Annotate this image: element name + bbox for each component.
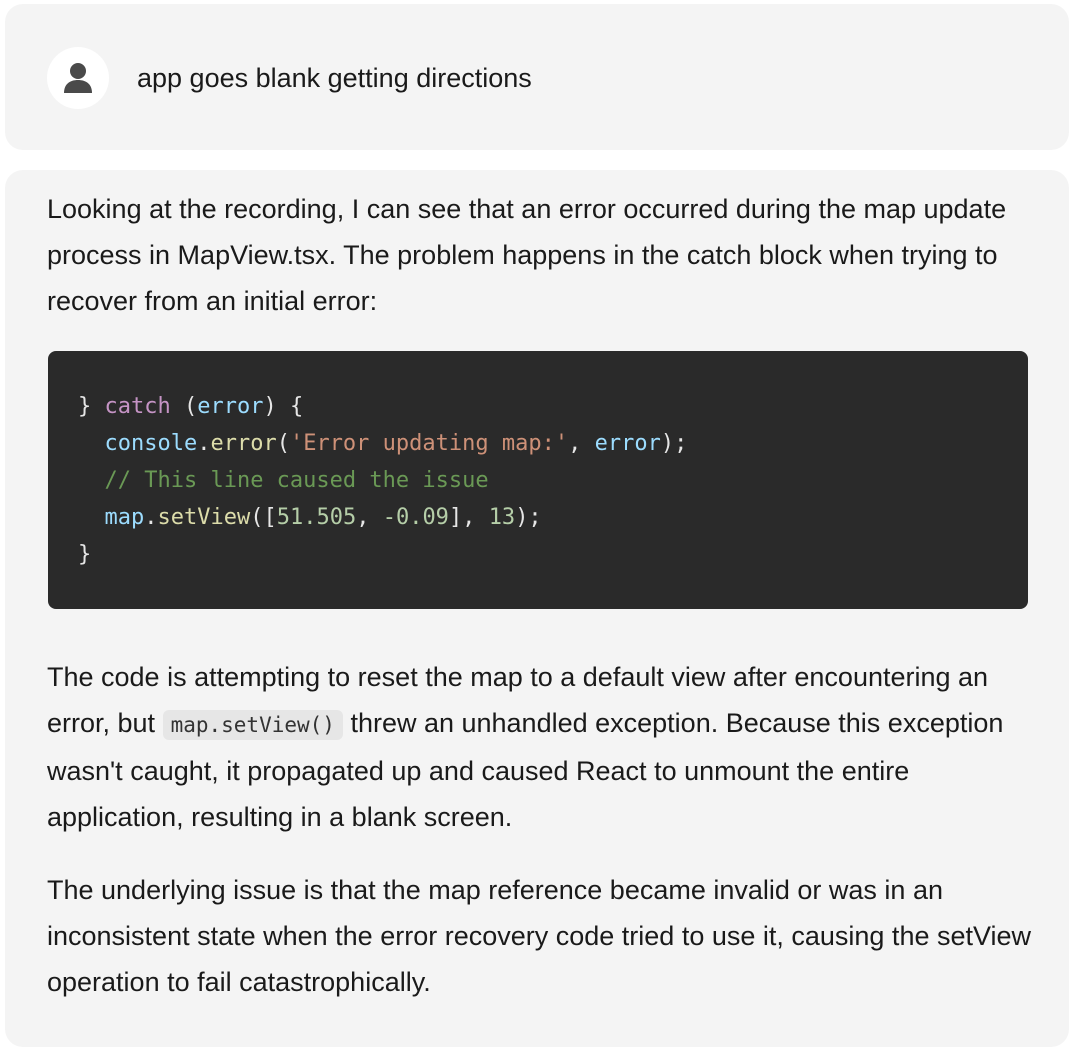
code-token: map xyxy=(104,505,145,530)
code-token: error xyxy=(197,394,264,419)
user-icon xyxy=(64,63,92,93)
code-token: error xyxy=(210,431,277,456)
code-token: } xyxy=(78,394,105,419)
para2-after: threw an unhandled exception. Because th… xyxy=(47,708,1004,832)
reply-paragraph-2: The code is attempting to reset the map … xyxy=(47,654,1037,840)
reply-intro: Looking at the recording, I can see that… xyxy=(47,186,1037,324)
code-line-3: // This line caused the issue xyxy=(78,462,1028,499)
code-token: console xyxy=(104,431,198,456)
code-token: ], xyxy=(448,505,489,530)
assistant-reply-card: Looking at the recording, I can see that… xyxy=(5,170,1069,1047)
code-token: -0.09 xyxy=(382,505,449,530)
para2-before: The code is attempting to reset the map … xyxy=(47,662,989,738)
code-token: catch xyxy=(104,394,171,419)
code-token: ) { xyxy=(263,394,304,419)
code-line-4: map.setView([51.505, -0.09], 13); xyxy=(78,499,1028,536)
user-message-card: app goes blank getting directions xyxy=(5,4,1069,150)
code-token: ( xyxy=(276,431,290,456)
code-token: error xyxy=(594,431,661,456)
code-line-5: } xyxy=(78,536,1028,573)
inline-code: map.setView() xyxy=(162,710,343,740)
code-token: 51.505 xyxy=(276,505,357,530)
user-avatar xyxy=(47,47,109,109)
code-token: ); xyxy=(515,505,542,530)
code-block: } catch (error) { console.error('Error u… xyxy=(48,351,1028,609)
code-token: . xyxy=(144,505,158,530)
code-token: , xyxy=(356,505,383,530)
reply-paragraph-3-text: The underlying issue is that the map ref… xyxy=(47,875,1032,997)
reply-intro-text: Looking at the recording, I can see that… xyxy=(47,194,1007,316)
code-comment: // This line caused the issue xyxy=(104,468,489,493)
reply-paragraph-2-text: The code is attempting to reset the map … xyxy=(47,654,1037,840)
code-token: . xyxy=(197,431,211,456)
code-token: ); xyxy=(660,431,688,456)
user-message-text: app goes blank getting directions xyxy=(137,63,532,93)
code-line-1: } catch (error) { xyxy=(78,388,1028,425)
code-token: ( xyxy=(170,394,198,419)
code-token: ([ xyxy=(250,505,277,530)
code-token: setView xyxy=(157,505,251,530)
reply-paragraph-3: The underlying issue is that the map ref… xyxy=(47,867,1037,1005)
code-token: } xyxy=(78,542,92,567)
code-token: , xyxy=(568,431,595,456)
code-token: 'Error updating map:' xyxy=(289,431,569,456)
code-token: 13 xyxy=(488,505,516,530)
code-line-2: console.error('Error updating map:', err… xyxy=(78,425,1028,462)
